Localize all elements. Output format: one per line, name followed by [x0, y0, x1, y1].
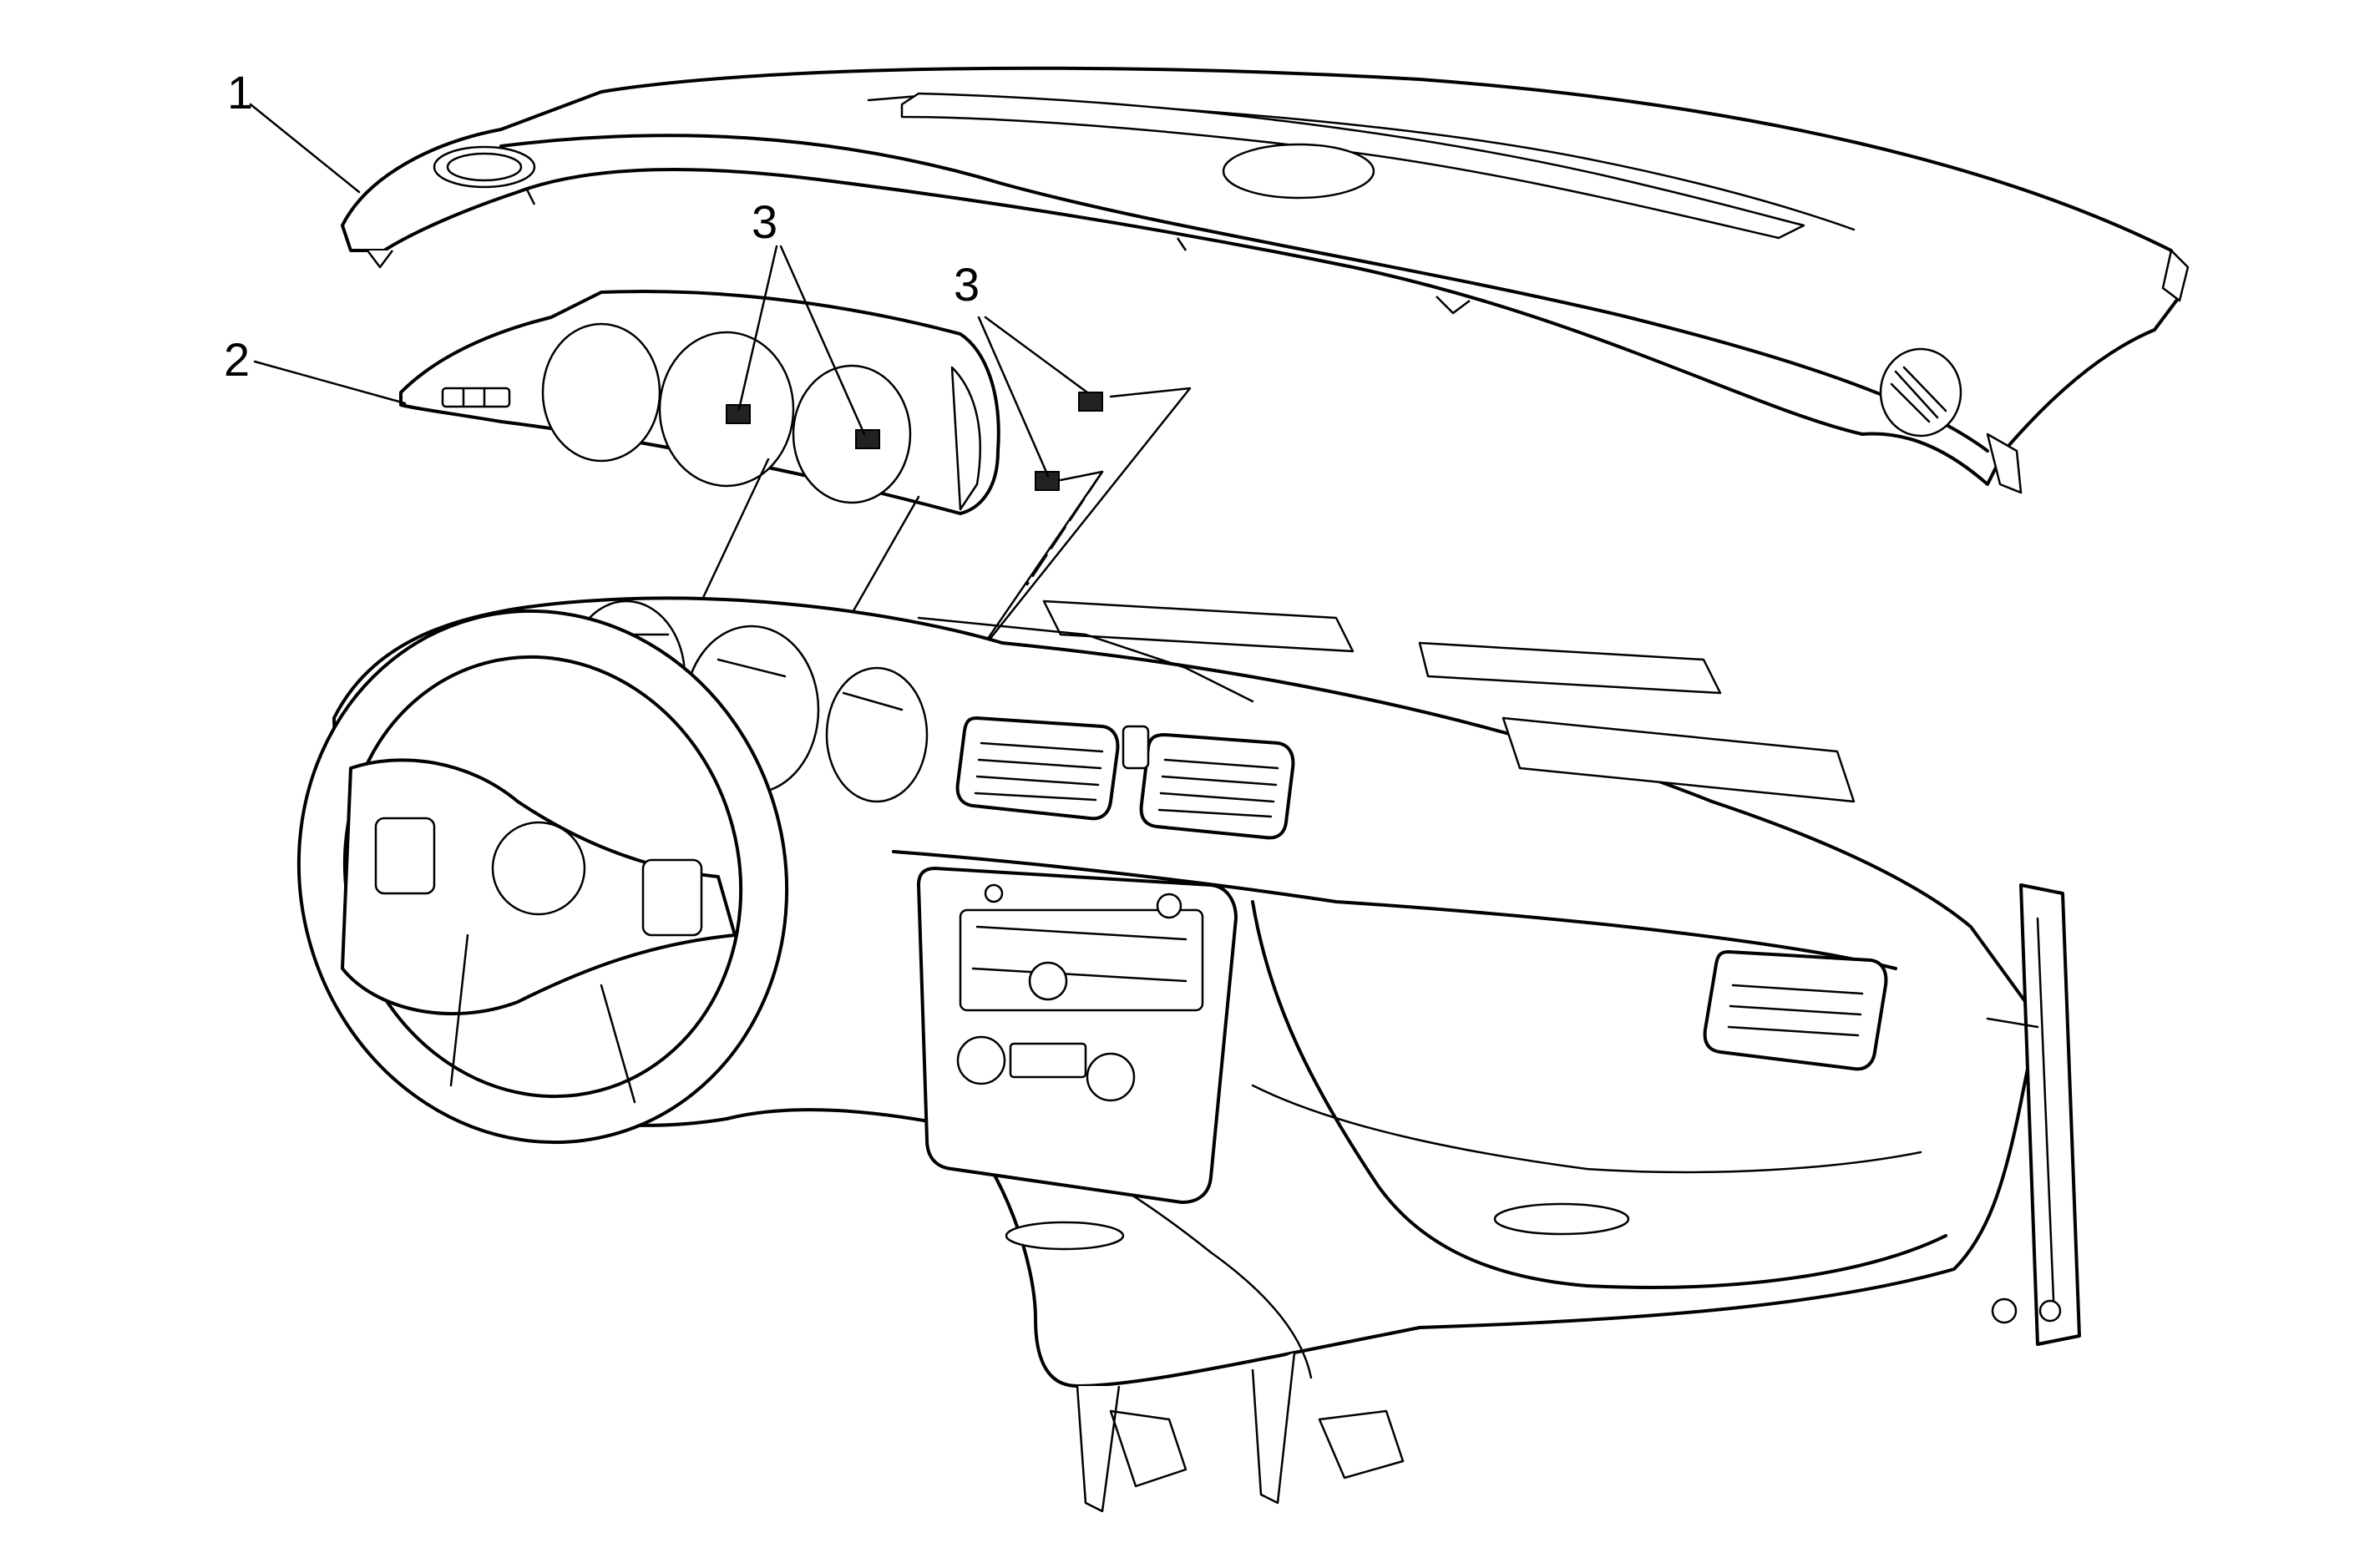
callout-label-3b: 3: [954, 258, 980, 311]
clip-3: [1078, 392, 1103, 412]
hvac-module: [917, 599, 1856, 803]
center-air-vents: [955, 716, 1295, 840]
callout-label-3a: 3: [752, 195, 777, 248]
callout-3-right: 3: [954, 258, 1089, 478]
right-end-bracket: [1986, 883, 2081, 1346]
callout-label-1: 1: [227, 66, 253, 119]
steering-wheel: [296, 609, 789, 1145]
callout-label-2: 2: [224, 333, 250, 386]
passenger-air-vent: [1703, 950, 1888, 1071]
callout-1: 1: [227, 66, 361, 194]
cluster-trim-plate: [399, 290, 1000, 515]
center-stack: [917, 867, 1238, 1204]
clip-2: [855, 429, 880, 449]
retaining-clips: [726, 392, 1103, 491]
callout-2: 2: [224, 333, 407, 405]
upper-trim-pad: [341, 66, 2190, 494]
callout-3-left: 3: [737, 195, 866, 436]
clip-1: [726, 404, 751, 424]
